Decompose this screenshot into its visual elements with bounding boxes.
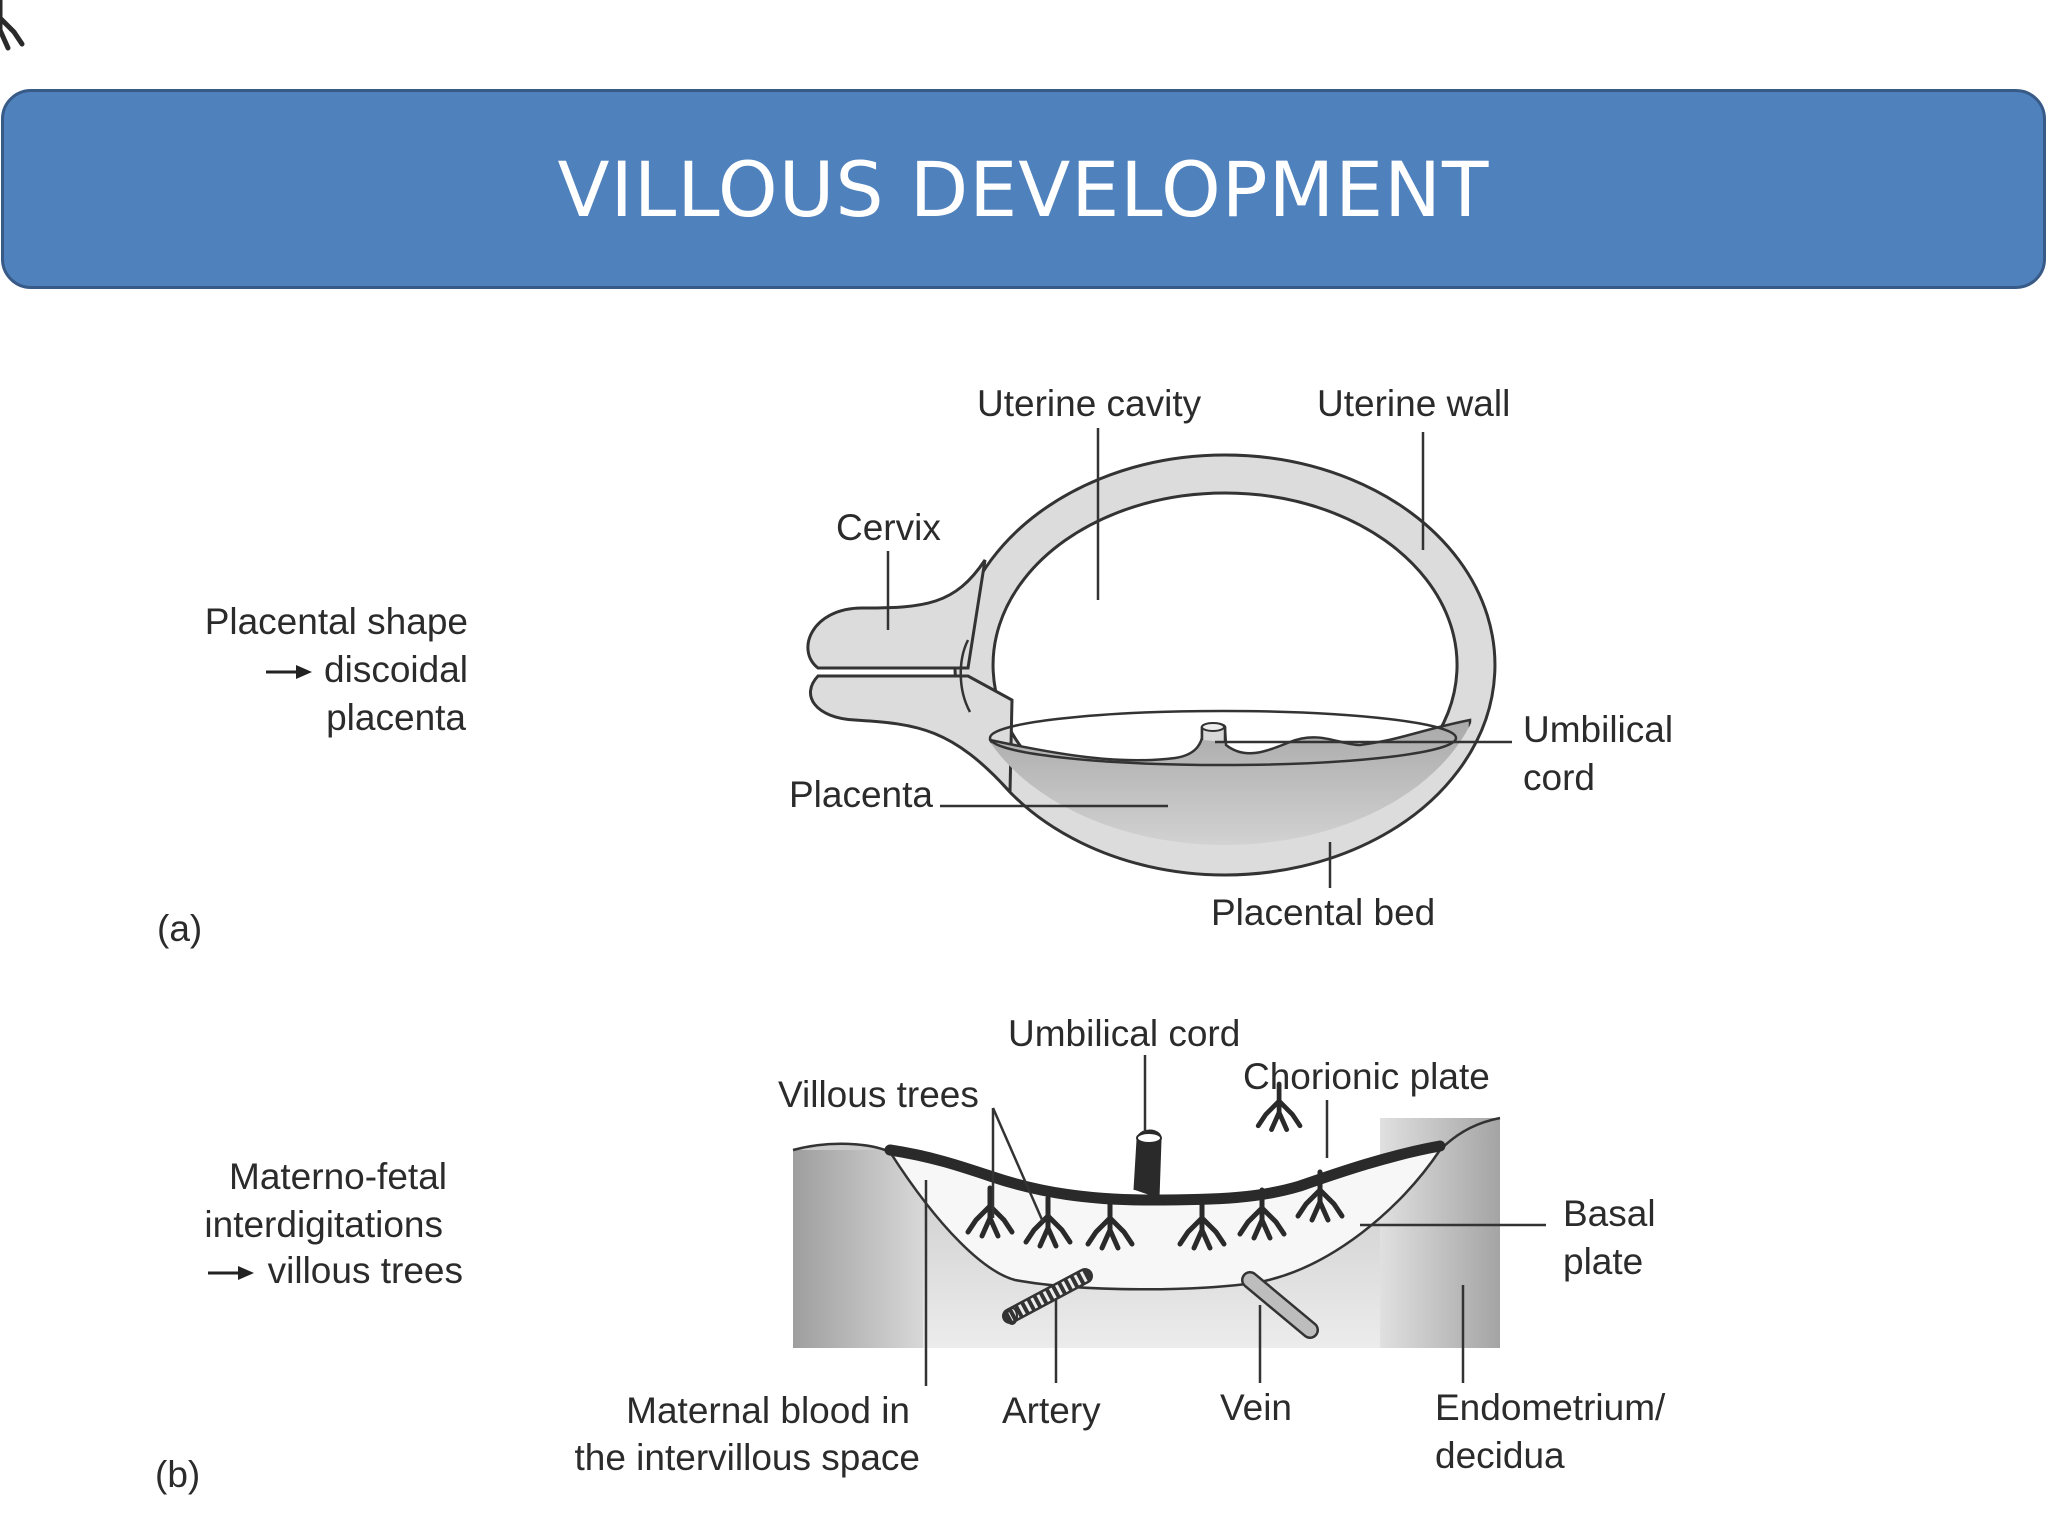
label-basal-plate-line2: plate — [1563, 1241, 1643, 1282]
caption-a-line3: placenta — [326, 697, 466, 738]
uterine-vein — [1241, 1271, 1319, 1339]
placenta-shape — [988, 718, 1472, 845]
label-uterine-cavity: Uterine cavity — [977, 383, 1202, 424]
label-villous-trees: Villous trees — [778, 1074, 979, 1115]
panel-a-tag: (a) — [157, 908, 202, 949]
leader-lines-a — [886, 428, 1512, 888]
label-cervix: Cervix — [836, 507, 941, 548]
arrow-a-icon — [296, 665, 312, 679]
caption-a-line1: Placental shape — [205, 601, 468, 642]
caption-b: Materno-fetal interdigitations villous t… — [204, 1156, 463, 1291]
spiral-artery — [1002, 1268, 1093, 1325]
slide-title: VILLOUS DEVELOPMENT — [557, 144, 1490, 234]
label-artery: Artery — [1002, 1390, 1101, 1431]
label-umbilical-cord-a-line2: cord — [1523, 757, 1595, 798]
caption-b-line2: interdigitations — [204, 1204, 443, 1245]
label-maternal-blood-line1: Maternal blood in — [626, 1390, 910, 1431]
cervix-shape — [806, 559, 1014, 796]
caption-b-line3: villous trees — [268, 1250, 463, 1291]
caption-a-line2: discoidal — [324, 649, 468, 690]
caption-a: Placental shape discoidal placenta — [205, 601, 468, 738]
placental-disc-outline — [988, 709, 1458, 767]
labels-a: Uterine cavity Uterine wall Cervix Umbil… — [157, 383, 1673, 949]
title-banner: VILLOUS DEVELOPMENT — [1, 89, 2046, 289]
endometrium-shape — [793, 1118, 1500, 1348]
label-umbilical-cord-a-line1: Umbilical — [1523, 709, 1673, 750]
chorionic-plate — [884, 1140, 1446, 1206]
label-vein: Vein — [1220, 1387, 1292, 1428]
label-placental-bed: Placental bed — [1211, 892, 1435, 933]
uterus-drawing — [806, 453, 1497, 877]
label-umbilical-cord-b: Umbilical cord — [1008, 1013, 1240, 1054]
leader-lines-b — [924, 1055, 1546, 1386]
label-placenta: Placenta — [789, 774, 933, 815]
label-basal-plate-line1: Basal — [1563, 1193, 1656, 1234]
label-chorionic-plate: Chorionic plate — [1243, 1056, 1490, 1097]
label-endometrium-line2: decidua — [1435, 1435, 1565, 1476]
arrow-b-icon — [238, 1266, 254, 1280]
panel-b-tag: (b) — [155, 1454, 200, 1495]
label-uterine-wall: Uterine wall — [1317, 383, 1510, 424]
villous-trees — [0, 0, 1342, 1248]
labels-b: Umbilical cord Villous trees Chorionic p… — [155, 1013, 1666, 1495]
label-maternal-blood-line2: the intervillous space — [574, 1437, 920, 1478]
caption-b-line1: Materno-fetal — [229, 1156, 447, 1197]
label-endometrium-line1: Endometrium/ — [1435, 1387, 1666, 1428]
placenta-section-drawing — [0, 0, 1501, 1348]
